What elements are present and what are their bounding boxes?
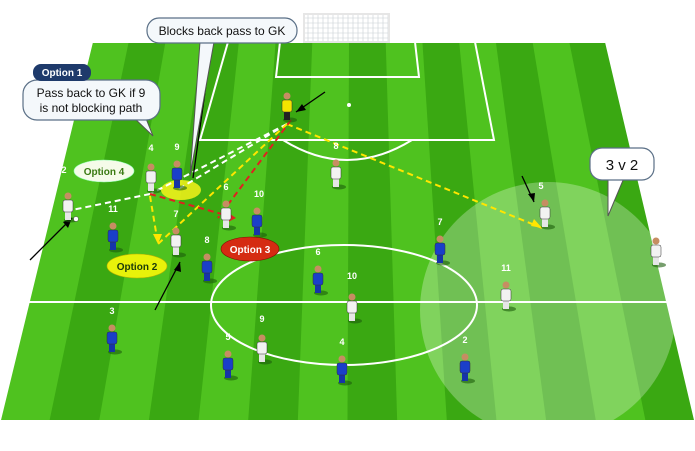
player-number: 7 <box>173 209 178 219</box>
option1-line1: Pass back to GK if 9 <box>37 86 146 100</box>
option3-text: Option 3 <box>230 245 271 256</box>
player-number: 2 <box>462 335 467 345</box>
player-number: 2 <box>61 165 66 175</box>
penalty-spot <box>347 103 351 107</box>
goal <box>304 14 389 42</box>
option4-text: Option 4 <box>84 167 125 178</box>
footer-credit: Created using SoccerTutor.com Tactics Ma… <box>207 424 484 438</box>
label-option3: Option 3 <box>221 237 279 261</box>
player-number: 11 <box>108 204 118 214</box>
option1-tag: Option 1 <box>42 68 83 79</box>
label-option2: Option 2 <box>107 254 167 278</box>
blocks-back-pass-text: Blocks back pass to GK <box>159 24 286 38</box>
ball <box>74 217 79 222</box>
option1-line2: is not blocking path <box>40 101 143 115</box>
player-number: 4 <box>339 337 344 347</box>
player-number: 9 <box>174 142 179 152</box>
player-number: 8 <box>204 235 209 245</box>
label-option4: Option 4 <box>74 160 134 182</box>
player-number: 5 <box>538 181 543 191</box>
three-v-two-text: 3 v 2 <box>606 157 639 174</box>
player-number: 10 <box>254 189 264 199</box>
player-number: 9 <box>259 314 264 324</box>
player-number: 3 <box>109 306 114 316</box>
option2-text: Option 2 <box>117 262 158 273</box>
player-number: 11 <box>501 263 511 273</box>
player-number: 5 <box>225 332 230 342</box>
player-number: 6 <box>223 182 228 192</box>
player-number: 8 <box>333 141 338 151</box>
player-number: 7 <box>437 217 442 227</box>
player-number: 6 <box>315 247 320 257</box>
player-number: 10 <box>347 271 357 281</box>
player-number: 3 <box>653 217 658 227</box>
player-number: 4 <box>148 143 153 153</box>
